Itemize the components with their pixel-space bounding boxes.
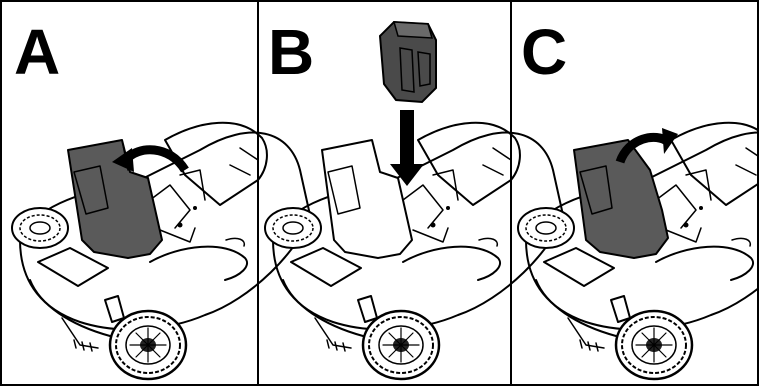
panel-b: B (263, 16, 565, 381)
panel-label: C (521, 16, 567, 88)
battery-icon (378, 20, 437, 104)
panel-c: C (516, 16, 759, 381)
rotate-arrow-icon (615, 128, 678, 164)
down-arrow-icon (390, 110, 424, 186)
panel-a: A (10, 16, 312, 381)
panel-label: A (14, 16, 60, 88)
panel-label: B (268, 16, 314, 88)
